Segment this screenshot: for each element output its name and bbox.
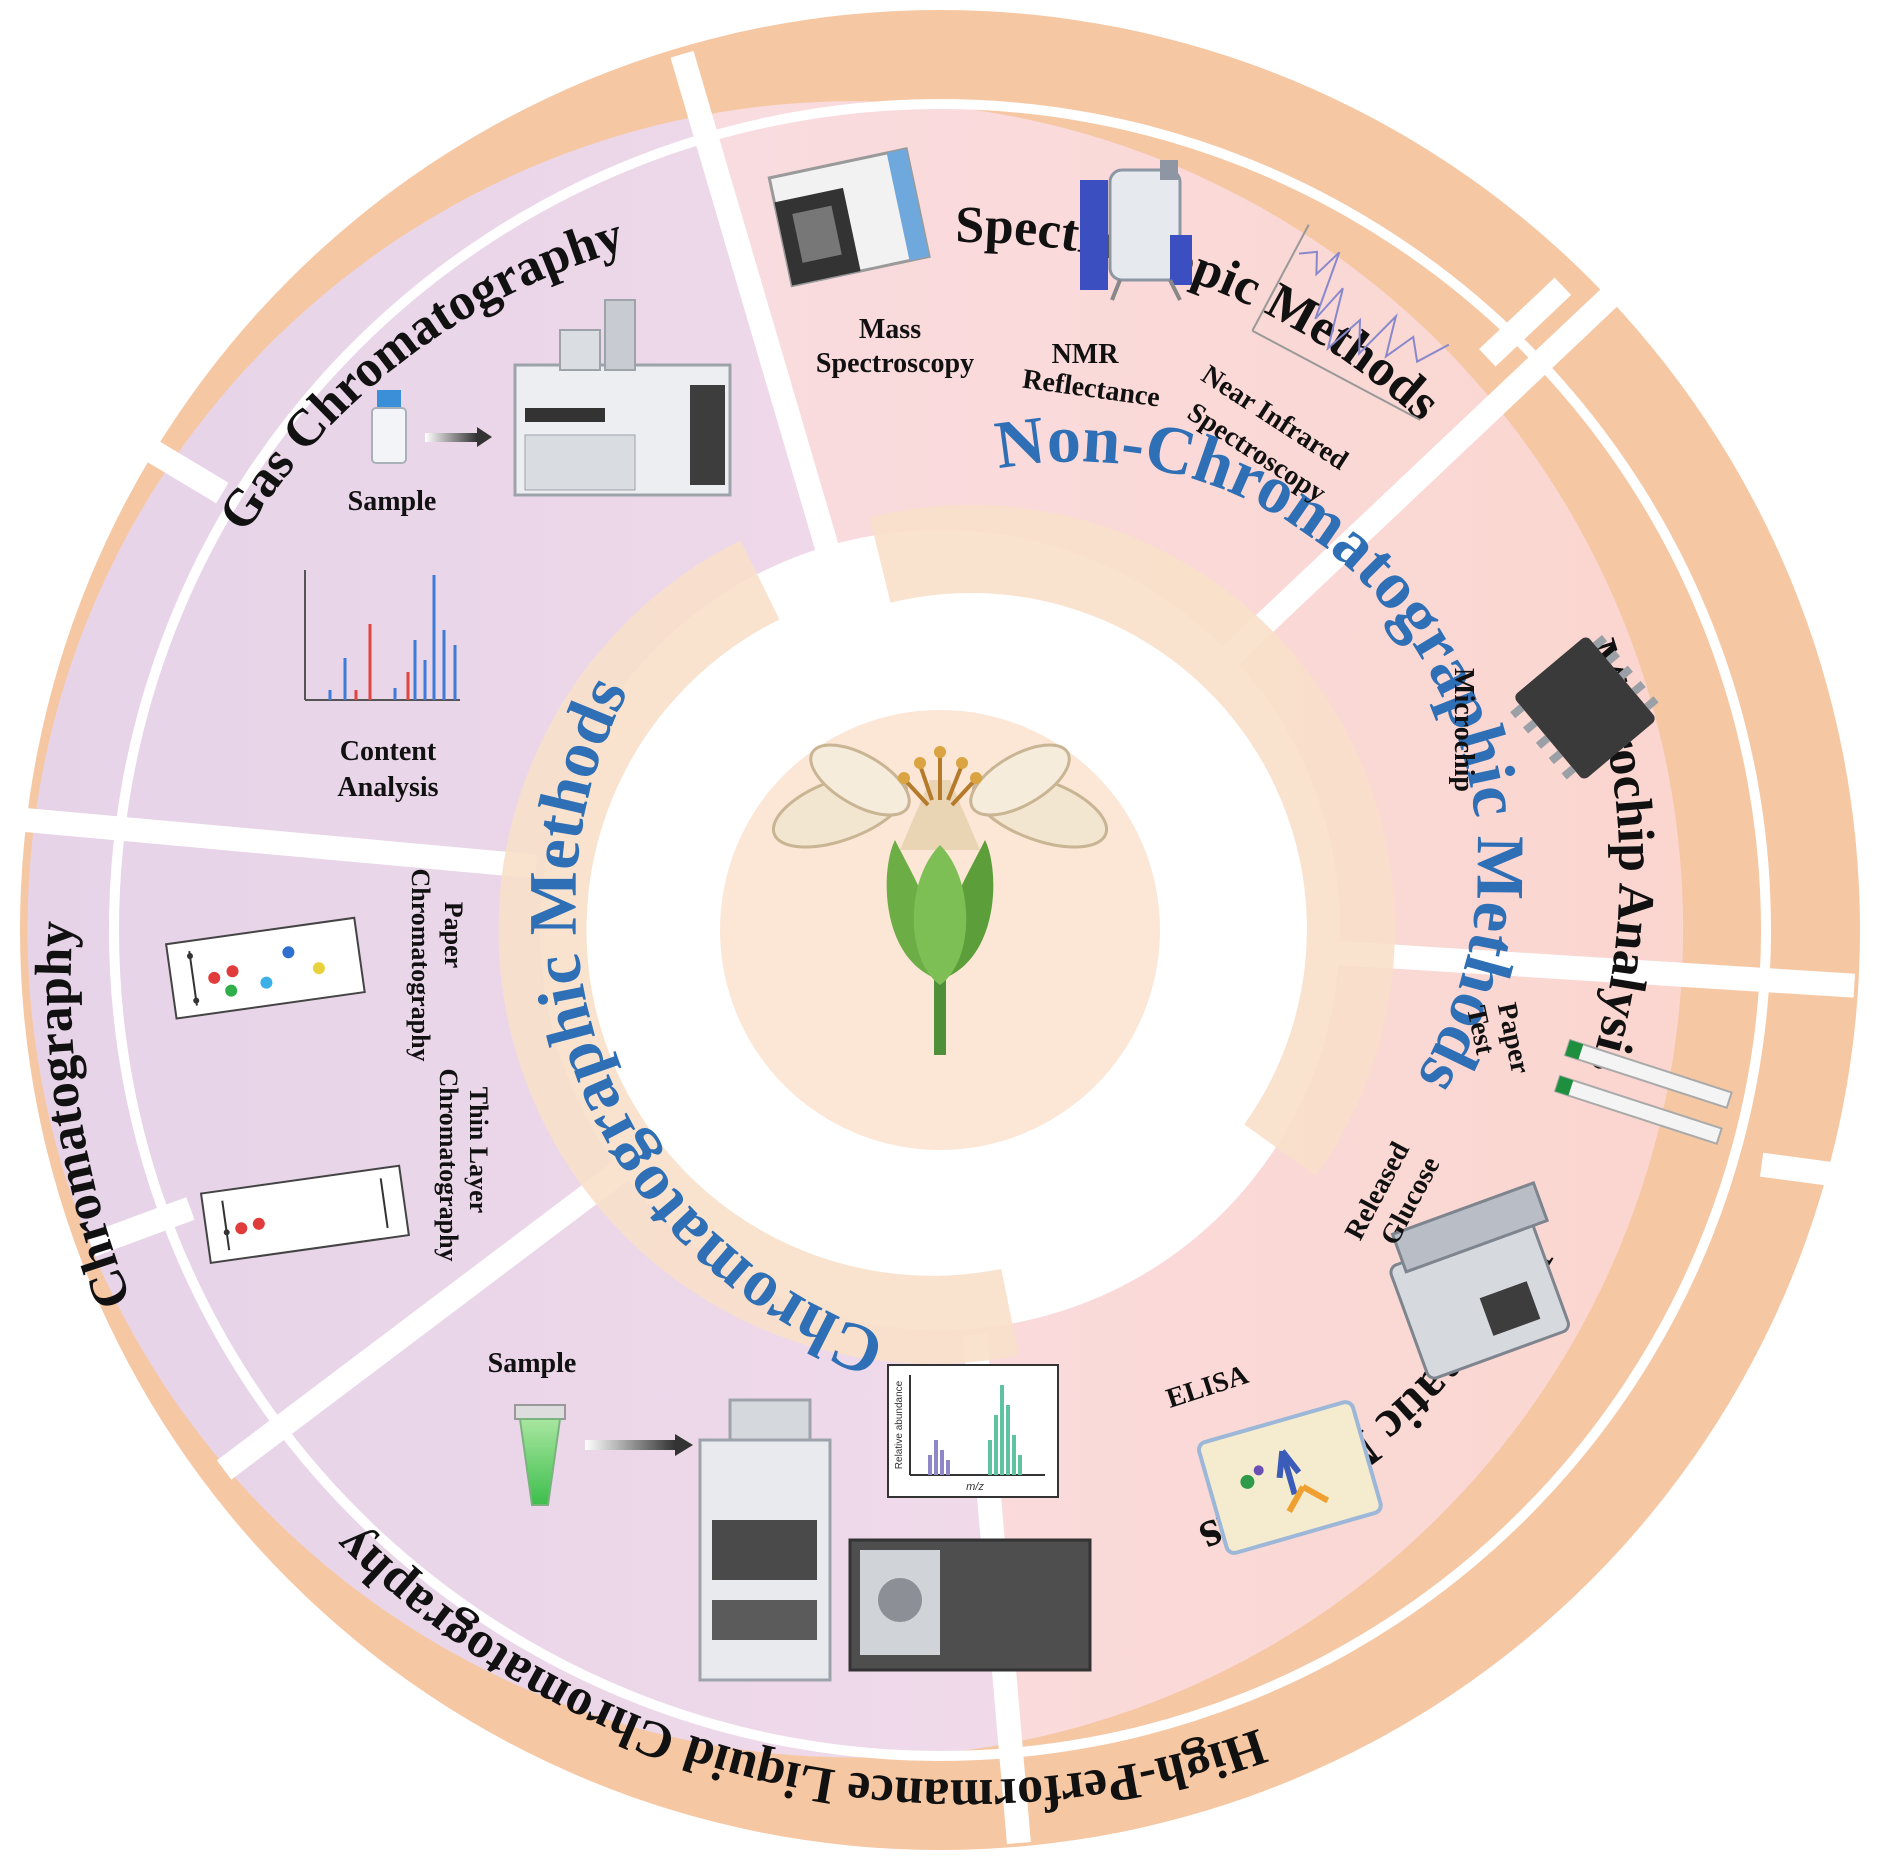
content-analysis-line2: Analysis: [337, 772, 438, 803]
hplc-arrow: [585, 1434, 693, 1456]
mass-spectrometer-icon: [767, 147, 931, 288]
mass-label-line2: Spectroscopy: [816, 348, 974, 379]
non-chromatographic-band: [869, 505, 1395, 1176]
vial-icon: [371, 390, 407, 464]
hplc-system-icon: [698, 1398, 1092, 1682]
flower-icon: [771, 743, 1109, 1055]
tlc-label-line1: Thin Layer: [464, 1087, 493, 1213]
elisa-plate-icon: [1197, 1400, 1383, 1555]
nir-spectrum-icon: [1251, 224, 1450, 421]
nmr-label-line1: NMR: [1052, 339, 1120, 370]
hplc-chart-ylabel: Relative abundance: [894, 1380, 905, 1469]
mass-label-line1: Mass: [859, 314, 921, 345]
sample-tube-icon: [514, 1404, 566, 1506]
outer-band-separators: [87, 277, 1867, 1257]
hplc-chart-xlabel: m/z: [966, 1481, 984, 1493]
hplc-sample-label: Sample: [488, 1348, 577, 1379]
gc-sample-label: Sample: [348, 486, 437, 517]
paper-label-line1: Paper: [439, 902, 468, 968]
paper-chromatography-icon: [164, 916, 366, 1020]
content-analysis-line1: Content: [340, 736, 437, 767]
tlc-plate-icon: [199, 1164, 410, 1265]
gc-arrow: [425, 427, 492, 447]
tlc-label-line2: Chromatography: [434, 1068, 463, 1261]
microchip-label: Microchip: [1448, 668, 1479, 792]
chromatogram-icon: [304, 570, 460, 701]
chromatographic-band: [498, 540, 1019, 1364]
glucose-analyzer-icon: [1389, 1181, 1570, 1380]
gas-chromatograph-icon: [513, 299, 732, 497]
test-strip-icon: [1553, 1038, 1733, 1146]
mass-spectrum-chart-icon: m/z Relative abundance: [887, 1364, 1059, 1498]
outer-ring-gap: [109, 99, 1771, 1761]
nmr-magnet-icon: [1080, 160, 1192, 301]
paper-label-line2: Chromatography: [406, 868, 435, 1061]
microchip-icon: [1510, 634, 1659, 780]
